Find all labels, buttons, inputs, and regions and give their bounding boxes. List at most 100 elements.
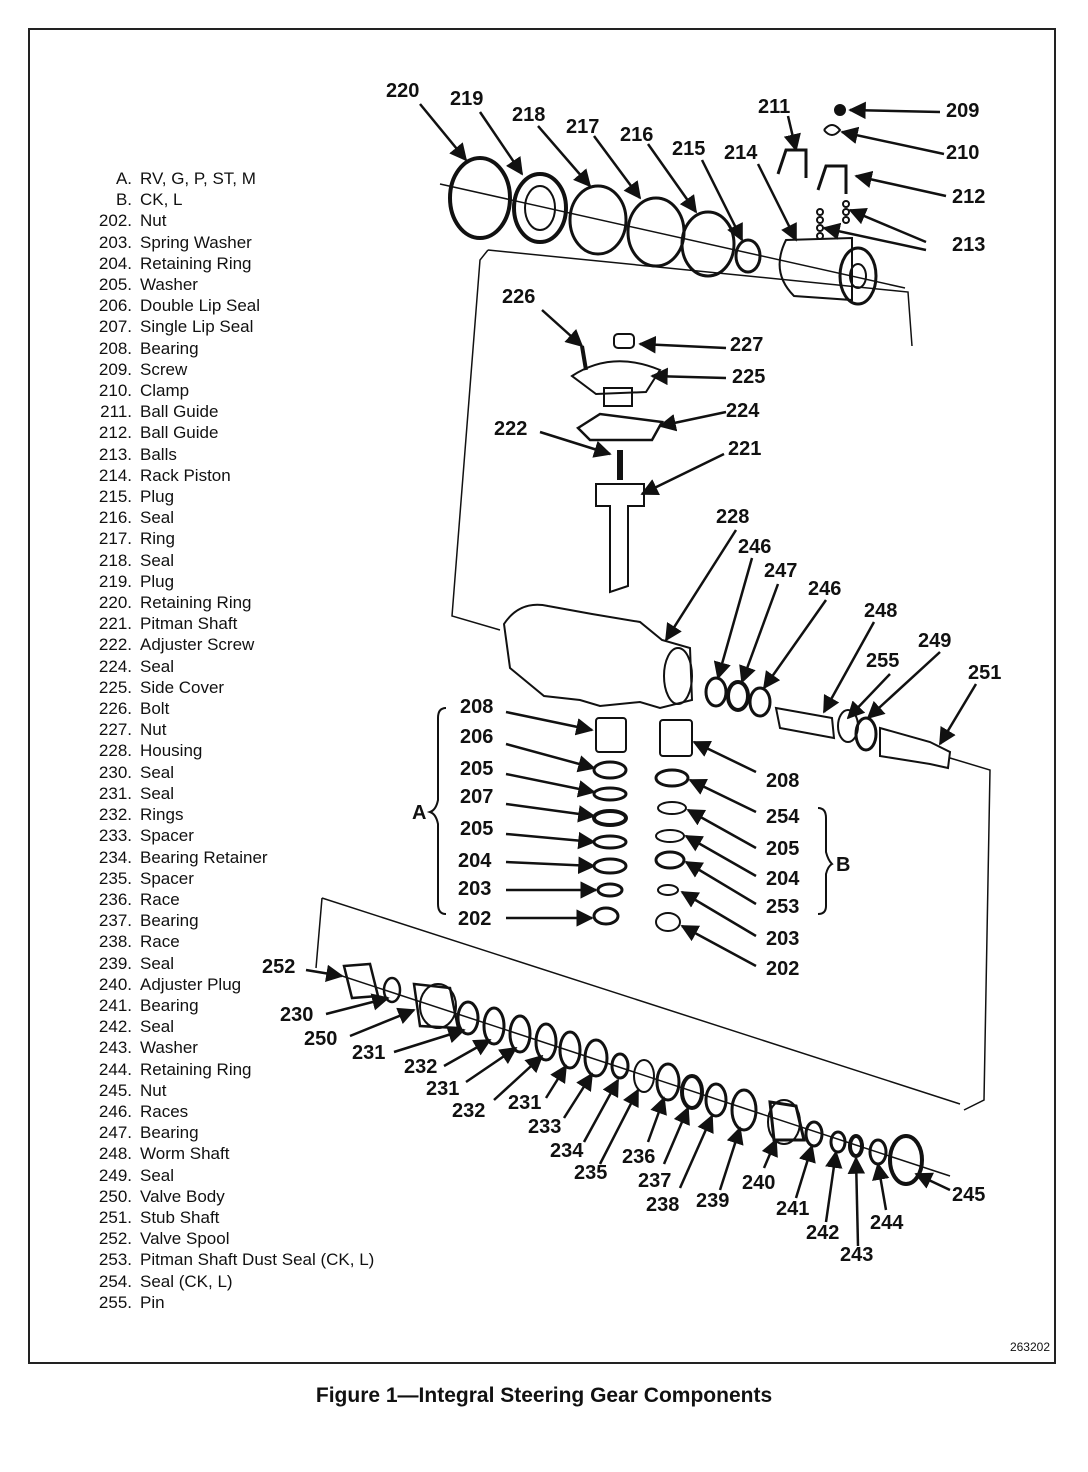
legend-text: Bolt <box>140 699 170 719</box>
legend-text: Spring Washer <box>140 232 252 252</box>
callout-202-a: 202 <box>458 908 492 930</box>
legend-text: Nut <box>140 1080 167 1100</box>
legend-key: 252. <box>98 1229 132 1249</box>
legend-key: B. <box>115 190 132 210</box>
legend-key: 220. <box>98 593 132 613</box>
legend-text: Adjuster Screw <box>140 635 255 655</box>
legend-key: 215. <box>98 487 132 507</box>
legend-key: 246. <box>98 1101 132 1121</box>
legend-text: Bearing Retainer <box>140 847 268 867</box>
legend-key: 211. <box>100 402 132 422</box>
legend-text: Ring <box>140 529 175 549</box>
legend-item: 217.Ring <box>74 528 374 549</box>
legend-key: 227. <box>98 720 132 740</box>
retaining-ring-220 <box>448 156 512 240</box>
nut-227 <box>613 333 635 349</box>
legend-item: 244.Retaining Ring <box>74 1059 374 1080</box>
legend-key: 247. <box>98 1123 132 1143</box>
legend-text: Seal <box>140 550 175 570</box>
callout-208-a: 208 <box>460 696 494 718</box>
legend-text: Ball Guide <box>140 402 219 422</box>
legend-key: 205. <box>98 275 132 295</box>
legend-item: 218.Seal <box>74 550 374 571</box>
legend-text: Seal <box>140 1165 175 1185</box>
legend-item: 248.Worm Shaft <box>74 1143 374 1164</box>
callout-204-a: 204 <box>458 850 492 872</box>
legend-text: Washer <box>140 1038 198 1058</box>
callout-239: 239 <box>696 1190 730 1212</box>
callout-225: 225 <box>732 366 766 388</box>
legend-text: Spacer <box>140 868 194 888</box>
callout-231-b: 231 <box>426 1078 460 1100</box>
legend-key: 203. <box>98 232 132 252</box>
legend-key: 216. <box>98 508 132 528</box>
legend-item: 251.Stub Shaft <box>74 1207 374 1228</box>
legend-text: Clamp <box>140 381 190 401</box>
legend-item: 246.Races <box>74 1101 374 1122</box>
figure-frame <box>28 28 1056 1364</box>
legend-item: 241.Bearing <box>74 995 374 1016</box>
callout-215: 215 <box>672 138 706 160</box>
legend-key: 204. <box>98 253 132 273</box>
callout-243: 243 <box>840 1244 874 1266</box>
legend-key: 253. <box>98 1250 132 1270</box>
legend-text: Retaining Ring <box>140 593 252 613</box>
legend-key: 236. <box>98 889 132 909</box>
legend-text: Stub Shaft <box>140 1207 220 1227</box>
legend-text: Worm Shaft <box>140 1144 230 1164</box>
legend-item: 237.Bearing <box>74 910 374 931</box>
callout-233: 233 <box>528 1116 562 1138</box>
callout-231-c: 231 <box>508 1092 542 1114</box>
nut-245 <box>888 1134 924 1186</box>
callout-222: 222 <box>494 418 528 440</box>
legend-text: Nut <box>140 720 167 740</box>
bracket-B <box>817 807 834 915</box>
legend-key: 250. <box>98 1186 132 1206</box>
group-label-B: B <box>836 854 851 876</box>
legend-item: 240.Adjuster Plug <box>74 974 374 995</box>
callout-214: 214 <box>724 142 758 164</box>
legend-item: 214.Rack Piston <box>74 465 374 486</box>
legend-key: 240. <box>98 974 132 994</box>
callout-204-b: 204 <box>766 868 800 890</box>
legend-item: 252.Valve Spool <box>74 1228 374 1249</box>
legend-item: 213.Balls <box>74 444 374 465</box>
callout-231-a: 231 <box>352 1042 386 1064</box>
callout-234: 234 <box>550 1140 584 1162</box>
callout-224: 224 <box>726 400 760 422</box>
legend-item: 243.Washer <box>74 1037 374 1058</box>
figure-code: 263202 <box>1009 1340 1050 1354</box>
legend-item: 232.Rings <box>74 804 374 825</box>
callout-203-b: 203 <box>766 928 800 950</box>
plug-219 <box>512 172 568 244</box>
legend-item: 233.Spacer <box>74 825 374 846</box>
callout-242: 242 <box>806 1222 840 1244</box>
legend-item: 216.Seal <box>74 507 374 528</box>
housing-228 <box>502 603 694 710</box>
legend-item: A.RV, G, P, ST, M <box>74 168 374 189</box>
legend-item: 204.Retaining Ring <box>74 253 374 274</box>
legend-key: 206. <box>98 296 132 316</box>
legend-text: Nut <box>140 211 167 231</box>
legend-key: 242. <box>98 1017 132 1037</box>
legend-key: 214. <box>98 465 132 485</box>
legend-key: 254. <box>98 1271 132 1291</box>
callout-230: 230 <box>280 1004 314 1026</box>
legend-item: 209.Screw <box>74 359 374 380</box>
legend-item: 205.Washer <box>74 274 374 295</box>
legend-text: Balls <box>140 444 177 464</box>
callout-251: 251 <box>968 662 1002 684</box>
lower-axis-line <box>329 971 951 1177</box>
assembly-guide-line-right <box>949 757 991 1111</box>
legend-item: 247.Bearing <box>74 1122 374 1143</box>
legend-key: A. <box>115 169 132 188</box>
legend-key: 208. <box>98 338 132 358</box>
callout-245: 245 <box>952 1184 986 1206</box>
worm-shaft-248 <box>774 706 836 740</box>
adjuster-plug-240 <box>768 1100 806 1142</box>
callout-236: 236 <box>622 1146 656 1168</box>
legend-text: Seal <box>140 656 175 676</box>
legend-key: 255. <box>98 1292 132 1312</box>
legend-item: 235.Spacer <box>74 868 374 889</box>
